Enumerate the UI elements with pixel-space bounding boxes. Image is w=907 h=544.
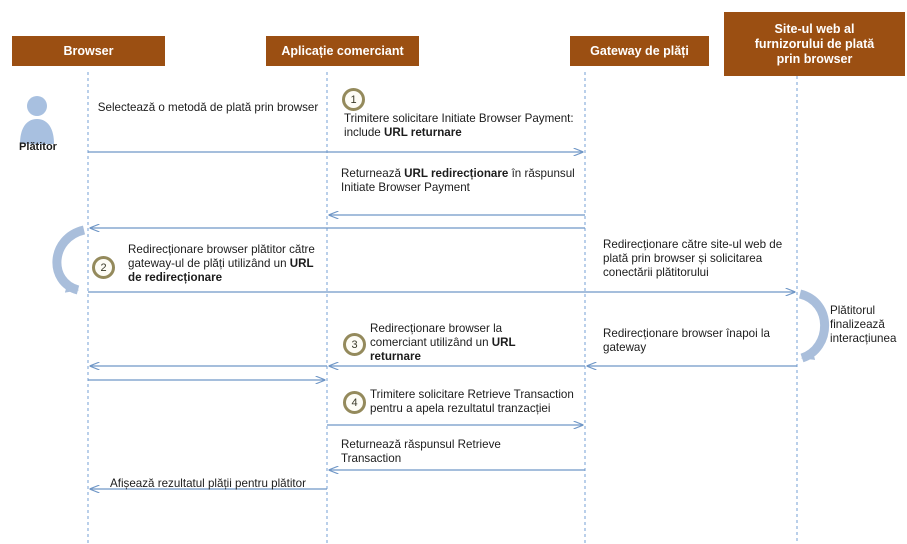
message-label-m7: Redirecționare browser înapoi la gateway bbox=[603, 327, 770, 355]
message-label-m3: Returnează URL redirecționare în răspuns… bbox=[341, 167, 575, 195]
actor-label-browser: Browser bbox=[63, 43, 114, 58]
actor-label-gateway: Gateway de plăți bbox=[590, 43, 689, 58]
step-badge-4: 4 bbox=[343, 391, 366, 414]
message-label-m9: Returnează răspunsul Retrieve Transactio… bbox=[341, 438, 501, 466]
avatar bbox=[14, 92, 60, 144]
browser-redirect-curve bbox=[52, 225, 86, 295]
step-badge-3: 3 bbox=[343, 333, 366, 356]
message-label-m1: Selectează o metodă de plată prin browse… bbox=[97, 101, 319, 114]
actor-name-payer: Plătitor bbox=[19, 141, 57, 153]
message-label-m2: Trimitere solicitare Initiate Browser Pa… bbox=[344, 112, 574, 140]
actor-header-provider[interactable]: Site-ul web al furnizorului de plată pri… bbox=[724, 12, 905, 76]
message-label-m4: Redirecționare browser plătitor către ga… bbox=[128, 243, 315, 285]
note-payer-completes: Plătitorul finalizează interacțiunea bbox=[830, 304, 897, 346]
step-badge-2: 2 bbox=[92, 256, 115, 279]
message-label-m10: Afișează rezultatul plății pentru plătit… bbox=[110, 477, 306, 490]
step-badge-1: 1 bbox=[342, 88, 365, 111]
actor-header-browser[interactable]: Browser bbox=[12, 36, 165, 66]
provider-redirect-curve bbox=[798, 289, 829, 363]
user-avatar-icon bbox=[27, 96, 47, 116]
actor-label-provider: Site-ul web al furnizorului de plată pri… bbox=[754, 21, 875, 66]
message-label-m6: Redirecționare browser la comerciant uti… bbox=[370, 322, 516, 364]
actor-header-gateway[interactable]: Gateway de plăți bbox=[570, 36, 709, 66]
lifelines bbox=[87, 72, 798, 544]
actor-header-merchant[interactable]: Aplicație comerciant bbox=[266, 36, 419, 66]
message-label-m5: Redirecționare către site-ul web de plat… bbox=[603, 238, 783, 280]
message-label-m8: Trimitere solicitare Retrieve Transactio… bbox=[370, 388, 574, 416]
actor-label-merchant: Aplicație comerciant bbox=[281, 43, 404, 58]
